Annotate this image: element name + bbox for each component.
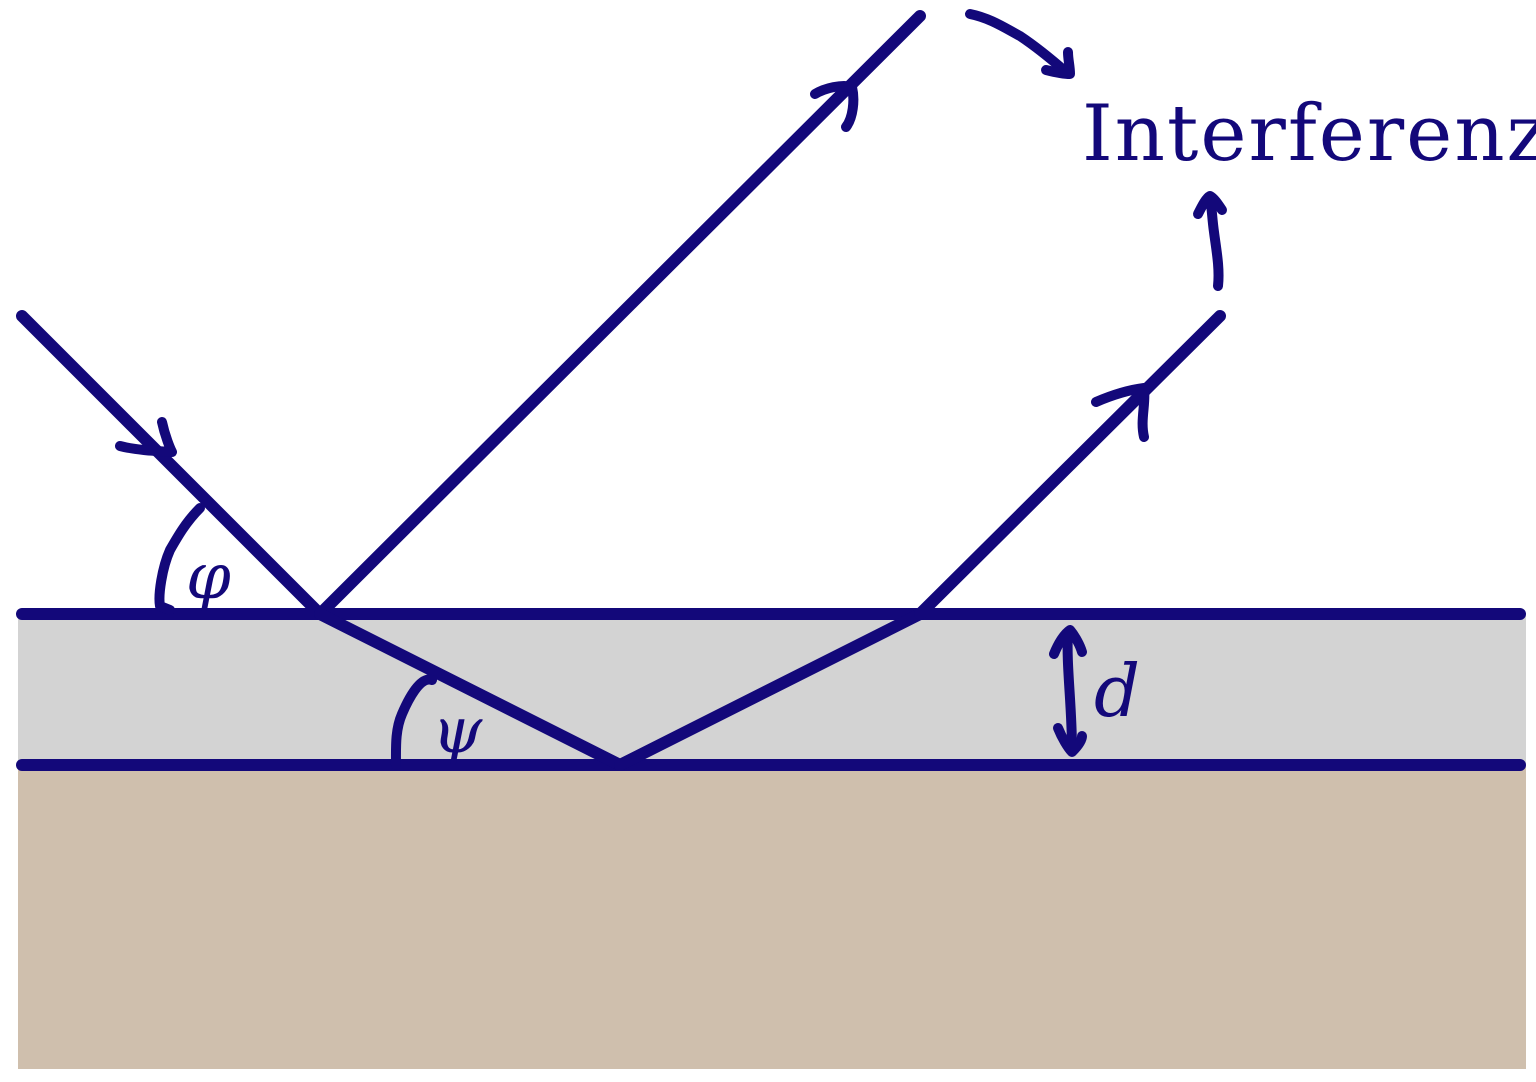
angle-phi-label: φ [186, 540, 231, 614]
refracted-ray-up [614, 608, 926, 771]
angle-psi-label: ψ [432, 694, 483, 768]
refracted-ray-down [314, 608, 626, 771]
reflected-ray-1 [314, 10, 926, 620]
substrate-layer [18, 765, 1526, 1069]
thickness-arrow-top-head [1049, 625, 1087, 659]
interference-arrow-from-ray-1 [965, 9, 1071, 77]
thickness-arrow [1062, 627, 1077, 755]
interference-arrow-from-ray-2-head [1193, 191, 1227, 219]
angle-phi-arc [154, 503, 205, 615]
reflected-ray-2-arrowhead [1091, 383, 1150, 442]
incident-ray-arrowhead [115, 417, 177, 457]
reflected-ray-2 [914, 310, 1226, 620]
interference-arrow-from-ray-1-head [1041, 47, 1075, 79]
reflected-ray-1-arrowhead [810, 80, 859, 132]
angle-psi-arc [390, 674, 437, 770]
thickness-label: d [1094, 649, 1140, 733]
interference-arrow-from-ray-2 [1205, 193, 1224, 291]
thickness-arrow-bottom-head [1053, 723, 1087, 757]
interference-label: Interferenz [1082, 89, 1536, 179]
incident-ray [16, 310, 326, 620]
